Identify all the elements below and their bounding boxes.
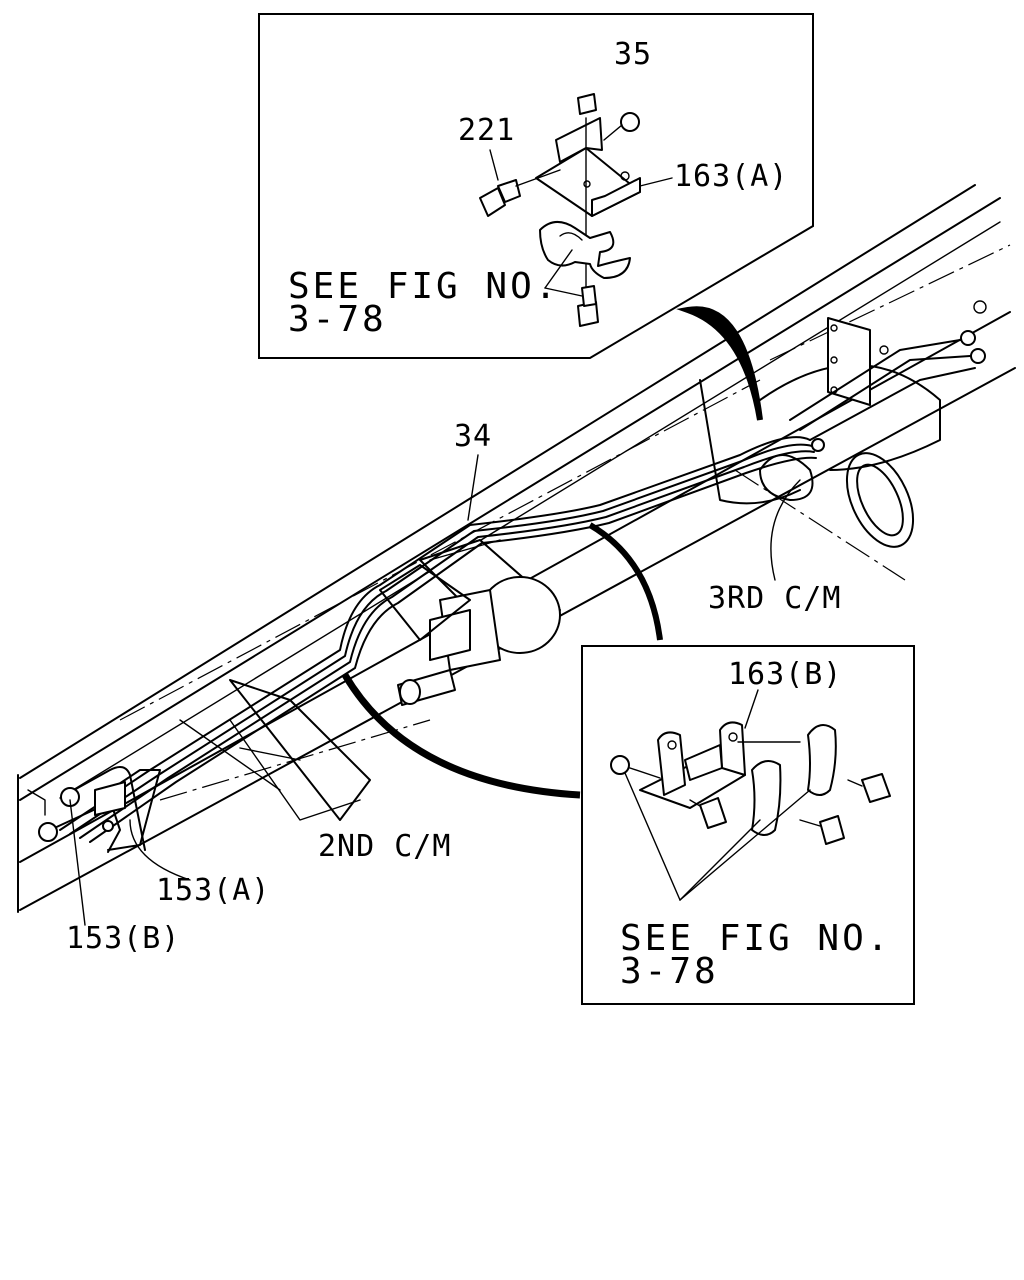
label-221: 221 — [458, 113, 515, 148]
leader-arc-bottom-inset — [341, 673, 581, 799]
label-153b: 153(B) — [66, 921, 180, 956]
label-153a: 153(A) — [156, 873, 270, 908]
leader-arc-right-inset — [588, 522, 663, 641]
top-inset-note-line1: SEE FIG NO. — [288, 266, 559, 307]
clamp-lower — [751, 760, 782, 836]
second-crossmember — [159, 679, 431, 821]
brake-pipe-bundle — [59, 330, 986, 843]
top-inset: SEE FIG NO. 3-78 — [258, 13, 814, 359]
bottom-inset: SEE FIG NO. 3-78 — [581, 645, 915, 1005]
valve-unit — [379, 539, 561, 706]
bolt-221 — [479, 187, 506, 217]
label-3rd-cm: 3RD C/M — [708, 581, 841, 616]
third-crossmember — [699, 244, 1011, 581]
label-163b: 163(B) — [728, 657, 842, 692]
label-163a: 163(A) — [674, 159, 788, 194]
label-2nd-cm: 2ND C/M — [318, 829, 451, 864]
inset-nut — [610, 755, 630, 775]
clamp-upper — [807, 724, 837, 796]
bottom-inset-note-line1: SEE FIG NO. — [620, 918, 891, 959]
leader-arc-top-inset — [676, 306, 763, 421]
top-inset-note-line2: 3-78 — [288, 299, 387, 340]
label-34: 34 — [454, 419, 492, 454]
front-pipes — [27, 765, 161, 853]
nut-35 — [620, 112, 640, 132]
label-35: 35 — [614, 37, 652, 72]
bottom-inset-note-line2: 3-78 — [620, 951, 719, 992]
